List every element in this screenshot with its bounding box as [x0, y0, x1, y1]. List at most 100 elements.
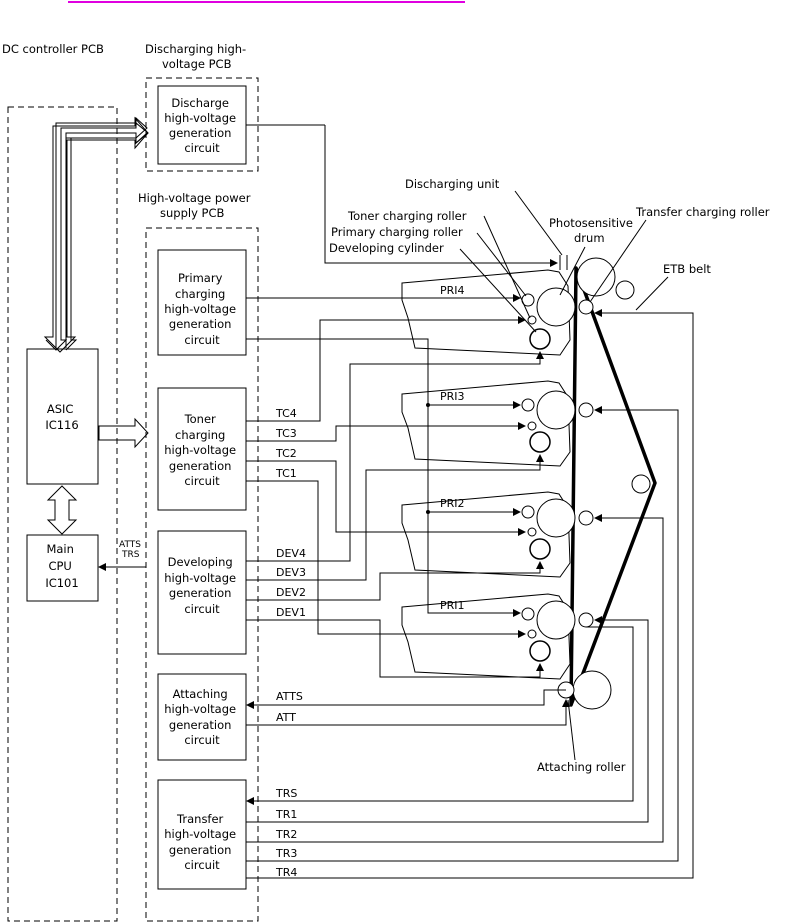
discharging-pcb-label-2: voltage PCB — [162, 57, 232, 71]
photosensitive-label-2: drum — [574, 231, 605, 245]
toner-line-5: circuit — [184, 474, 220, 488]
atts-wire — [246, 689, 566, 709]
developing-line-3: generation — [169, 586, 232, 600]
developing-line-2: high-voltage — [164, 571, 236, 585]
transfer-line-1: Transfer — [176, 812, 224, 826]
dev4-label: DEV4 — [276, 547, 306, 560]
toner-roller-leader — [483, 215, 531, 319]
tc2-wire — [246, 460, 526, 536]
cpu-line-1: Main — [46, 542, 73, 556]
cpu-line-2: CPU — [48, 559, 71, 573]
trs-label: TRS — [275, 787, 297, 800]
etb-belt — [569, 266, 657, 707]
discharging-pcb-label-1: Discharging high- — [145, 42, 246, 56]
attaching-line-1: Attaching — [173, 687, 228, 701]
asic-line-1: ASIC — [47, 402, 74, 416]
primary-block — [157, 249, 247, 356]
drive-roller-bottom — [572, 670, 612, 710]
tr4-label: TR4 — [275, 866, 297, 879]
hv-pcb-label-2: supply PCB — [160, 206, 225, 220]
developing-line-1: Developing — [168, 555, 233, 569]
primary-charging-roller-label: Primary charging roller — [331, 225, 463, 239]
discharging-pcb — [145, 77, 259, 172]
photosensitive-leader — [559, 246, 586, 296]
developing-line-4: circuit — [184, 602, 220, 616]
tc4-wire — [246, 316, 526, 422]
discharge-line-4: circuit — [184, 141, 220, 155]
tc1-label: TC1 — [275, 467, 297, 480]
tr4-wire — [246, 309, 694, 879]
trs-small-label: TRS — [121, 550, 140, 560]
primary-line-4: generation — [169, 317, 232, 331]
discharge-line-3: generation — [169, 126, 232, 140]
dev2-label: DEV2 — [276, 586, 306, 599]
tc1-wire — [246, 480, 526, 638]
primary-block-text: Primary charging high-voltage generation… — [164, 271, 240, 347]
pri2-label: PRI2 — [440, 497, 465, 510]
primary-line-5: circuit — [184, 333, 220, 347]
pri3-node — [426, 403, 430, 407]
dev4-wire — [246, 351, 544, 562]
trs-wire — [246, 626, 634, 805]
attaching-block — [157, 673, 247, 761]
bus-hollow-arrow — [45, 121, 149, 351]
pri4-label: PRI4 — [440, 284, 465, 297]
developing-block — [157, 530, 247, 655]
transfer-line-3: generation — [169, 843, 232, 857]
discharging-unit-leader — [514, 190, 563, 256]
cpu-line-3: IC101 — [45, 576, 78, 590]
hv-pcb-label-1: High-voltage power — [138, 191, 251, 205]
transfer-roller-leader — [589, 219, 647, 303]
pri3-label: PRI3 — [440, 390, 465, 403]
asic-block-text: ASIC IC116 — [45, 402, 78, 432]
belt-inner-roller — [631, 474, 651, 494]
photosensitive-label-1: Photosensitive — [549, 216, 633, 230]
primary-line-1: Primary — [178, 271, 223, 285]
pri1-label: PRI1 — [440, 599, 465, 612]
hv-power-pcb — [145, 227, 259, 922]
attaching-line-3: generation — [169, 718, 232, 732]
developing-cylinder-label: Developing cylinder — [329, 241, 444, 255]
cartridge-3 — [401, 491, 594, 578]
atts-small-label: ATTS — [119, 540, 141, 550]
tr3-wire — [246, 406, 679, 862]
toner-charging-roller-label: Toner charging roller — [347, 209, 467, 223]
primary-roller-leader — [476, 232, 527, 297]
tr2-label: TR2 — [275, 828, 297, 841]
tc3-wire — [246, 422, 526, 442]
primary-line-2: charging — [175, 287, 225, 301]
attaching-roller-label: Attaching roller — [537, 760, 626, 774]
etb-belt-leader — [635, 276, 669, 311]
cartridge-1 — [401, 269, 594, 356]
bus-asic-to-discharge — [55, 116, 148, 348]
bus-asic-cpu — [46, 485, 78, 535]
dev1-label: DEV1 — [276, 606, 306, 619]
tc4-label: TC4 — [275, 407, 297, 420]
tr3-label: TR3 — [275, 847, 297, 860]
transfer-block-text: Transfer high-voltage generation circuit — [164, 812, 240, 872]
attaching-roller-leader — [567, 699, 576, 761]
dev1-wire — [246, 619, 544, 678]
discharging-unit-label: Discharging unit — [405, 177, 500, 191]
asic-block — [26, 348, 99, 485]
discharge-route — [324, 125, 558, 267]
dev2-wire — [246, 561, 544, 601]
transfer-line-2: high-voltage — [164, 827, 236, 841]
toner-block — [157, 387, 247, 511]
cpu-block — [26, 534, 99, 602]
discharge-block-text: Discharge high-voltage generation circui… — [164, 96, 240, 155]
developing-cylinder-leader — [459, 248, 537, 333]
attaching-block-text: Attaching high-voltage generation circui… — [164, 687, 240, 747]
cartridge-2 — [401, 380, 594, 467]
transfer-charging-roller-label: Transfer charging roller — [635, 205, 770, 219]
transfer-block — [157, 779, 247, 890]
atts-label: ATTS — [276, 690, 303, 703]
tr1-label: TR1 — [275, 808, 297, 821]
bus-asic-toner — [98, 417, 149, 449]
dev3-wire — [246, 454, 544, 581]
cartridge-4 — [401, 593, 594, 680]
transfer-line-4: circuit — [184, 858, 220, 872]
bus-asic-discharge — [43, 116, 149, 353]
drive-roller-top — [576, 257, 616, 297]
